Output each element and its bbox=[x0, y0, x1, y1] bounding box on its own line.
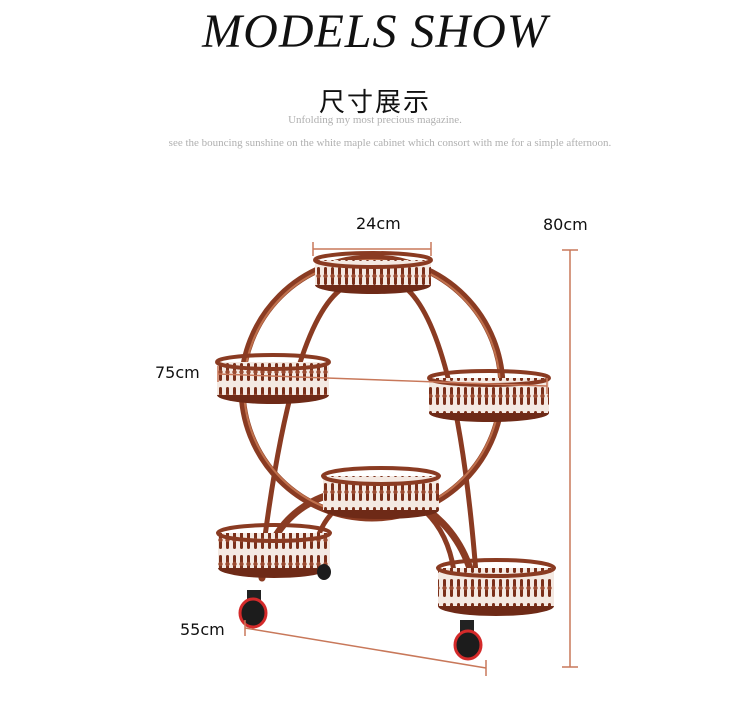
dimension-label-tray: 24cm bbox=[356, 214, 401, 233]
description: see the bouncing sunshine on the white m… bbox=[168, 137, 612, 149]
dimension-label-width: 75cm bbox=[155, 363, 200, 382]
wheel-back bbox=[317, 564, 331, 580]
tray-upper-right bbox=[427, 369, 551, 422]
page-title: MODELS SHOW bbox=[202, 5, 548, 58]
dim-line-width bbox=[217, 366, 548, 394]
dim-line-tray bbox=[312, 242, 432, 256]
page-subtitle: 尺寸展示 bbox=[318, 88, 431, 118]
dim-line-height bbox=[562, 249, 578, 668]
header: MODELS SHOW 尺寸展示 Unfolding my most preci… bbox=[0, 0, 750, 160]
dimension-label-height: 80cm bbox=[543, 215, 588, 234]
wheel-right bbox=[453, 620, 483, 661]
tray-top bbox=[313, 251, 433, 294]
wheel-left bbox=[238, 590, 268, 629]
tray-lower-left bbox=[216, 523, 332, 578]
dim-line-depth bbox=[244, 620, 487, 676]
tagline: Unfolding my most precious magazine. bbox=[288, 114, 462, 126]
tray-upper-left bbox=[215, 353, 331, 404]
dimension-lines bbox=[217, 242, 578, 676]
tray-center bbox=[321, 466, 441, 519]
tray-lower-right bbox=[436, 558, 556, 616]
dimension-label-depth: 55cm bbox=[180, 620, 225, 639]
